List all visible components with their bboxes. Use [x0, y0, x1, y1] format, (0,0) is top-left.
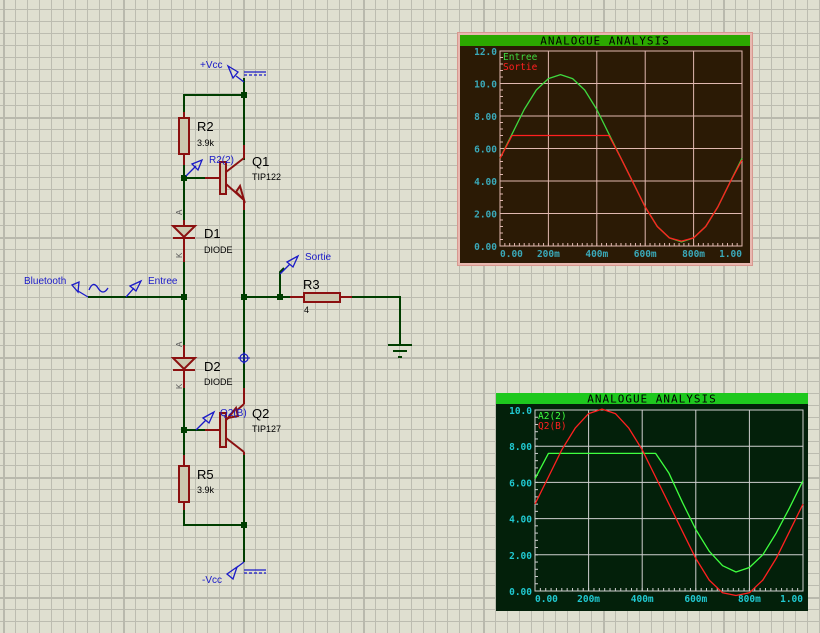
x-tick-label: 1.00: [719, 249, 742, 260]
crosshair-marker-icon: [238, 352, 250, 364]
transistor-q1[interactable]: Q1 TIP122: [205, 145, 281, 210]
r3-ref: R3: [303, 277, 320, 292]
legend-entry[interactable]: Q2(B): [538, 421, 567, 432]
probe-q1-base[interactable]: R2(2): [185, 155, 234, 177]
wires: [88, 78, 401, 562]
x-tick-label: 200m: [577, 594, 600, 605]
graph-plot-background: [460, 46, 750, 263]
analogue-graph-1[interactable]: ANALOGUE ANALYSIS 0.00 200m 400m 600m 800m 1.0…: [457, 32, 753, 266]
x-tick-label: 1.00: [780, 594, 803, 605]
x-tick-label: 400m: [585, 249, 608, 260]
x-tick-label: 800m: [738, 594, 761, 605]
probe-q2-base[interactable]: Q2(B): [195, 408, 247, 431]
resistor-r5[interactable]: R5 3.9k: [178, 455, 215, 510]
y-tick-label: 4.00: [509, 515, 532, 526]
q2-value: TIP127: [252, 424, 281, 434]
junctions: [181, 92, 283, 528]
y-tick-label: 12.0: [474, 47, 497, 58]
legend-entry[interactable]: Entree: [503, 52, 538, 63]
y-tick-label: 6.00: [474, 145, 497, 156]
y-tick-label: 2.00: [509, 551, 532, 562]
y-tick-label: 10.0: [474, 80, 497, 91]
probe-q1-base-label: R2(2): [209, 155, 234, 166]
analogue-graph-2[interactable]: ANALOGUE ANALYSIS 0.00 200m 400m 600m 800m 1.0…: [496, 393, 808, 611]
probe-entree[interactable]: Entree: [125, 276, 178, 298]
vcc-neg-label: -Vcc: [202, 575, 222, 586]
graph-title: ANALOGUE ANALYSIS: [540, 35, 670, 48]
plot-area-border: [499, 50, 743, 247]
legend-entry[interactable]: A2(2): [538, 411, 567, 422]
y-tick-label: 6.00: [509, 478, 532, 489]
x-tick-label: 600m: [684, 594, 707, 605]
q1-value: TIP122: [252, 172, 281, 182]
vcc-pos-label: +Vcc: [200, 60, 223, 71]
transistor-q2[interactable]: Q2 TIP127: [205, 388, 281, 455]
d2-anode-label: A: [175, 341, 184, 347]
series-line-sortie: [499, 134, 743, 242]
x-tick-label: 600m: [634, 249, 657, 260]
r5-value: 3.9k: [197, 485, 215, 495]
d1-value: DIODE: [204, 245, 233, 255]
series-line-a22: [534, 452, 804, 573]
resistor-r2[interactable]: R2 3.9k: [178, 112, 215, 165]
x-tick-label: 0.00: [535, 594, 558, 605]
plot-area-border: [534, 409, 804, 592]
r5-ref: R5: [197, 467, 214, 482]
d1-cathode-label: K: [175, 252, 184, 258]
diode-d2[interactable]: A K D2 DIODE: [170, 341, 233, 389]
vcc-neg-terminal[interactable]: -Vcc: [202, 561, 266, 586]
bluetooth-label: Bluetooth: [24, 276, 66, 287]
y-tick-label: 8.00: [474, 112, 497, 123]
d2-cathode-label: K: [175, 383, 184, 389]
d1-ref: D1: [204, 226, 221, 241]
diode-d1[interactable]: A K D1 DIODE: [170, 209, 233, 262]
r3-value: 4: [304, 305, 309, 315]
x-tick-label: 200m: [537, 249, 560, 260]
y-tick-label: 2.00: [474, 210, 497, 221]
d2-ref: D2: [204, 359, 221, 374]
d2-value: DIODE: [204, 377, 233, 387]
series-line-q2b: [534, 408, 804, 597]
y-tick-label: 0.00: [509, 587, 532, 598]
x-tick-label: 0.00: [500, 249, 523, 260]
graph-plot-background: [496, 404, 808, 611]
ground-symbol: [388, 344, 412, 358]
bluetooth-source-terminal[interactable]: Bluetooth: [24, 276, 109, 298]
graph-title: ANALOGUE ANALYSIS: [587, 393, 717, 406]
x-tick-label: 800m: [682, 249, 705, 260]
probe-sortie[interactable]: Sortie: [279, 252, 332, 275]
probe-q2-base-label: Q2(B): [220, 408, 247, 419]
y-tick-label: 8.00: [509, 442, 532, 453]
vcc-pos-terminal[interactable]: +Vcc: [200, 60, 266, 83]
r2-value: 3.9k: [197, 138, 215, 148]
graph-title-bar[interactable]: [460, 35, 750, 46]
legend-entry[interactable]: Sortie: [503, 62, 538, 73]
q1-ref: Q1: [252, 154, 269, 169]
y-tick-label: 0.00: [474, 242, 497, 253]
x-tick-label: 400m: [631, 594, 654, 605]
r2-ref: R2: [197, 119, 214, 134]
q2-ref: Q2: [252, 406, 269, 421]
d1-anode-label: A: [175, 209, 184, 215]
probe-sortie-label: Sortie: [305, 252, 332, 263]
resistor-r3[interactable]: R3 4: [290, 277, 352, 315]
y-tick-label: 10.0: [509, 406, 532, 417]
y-tick-label: 4.00: [474, 177, 497, 188]
probe-entree-label: Entree: [148, 276, 178, 287]
graph-title-bar[interactable]: [496, 393, 808, 404]
